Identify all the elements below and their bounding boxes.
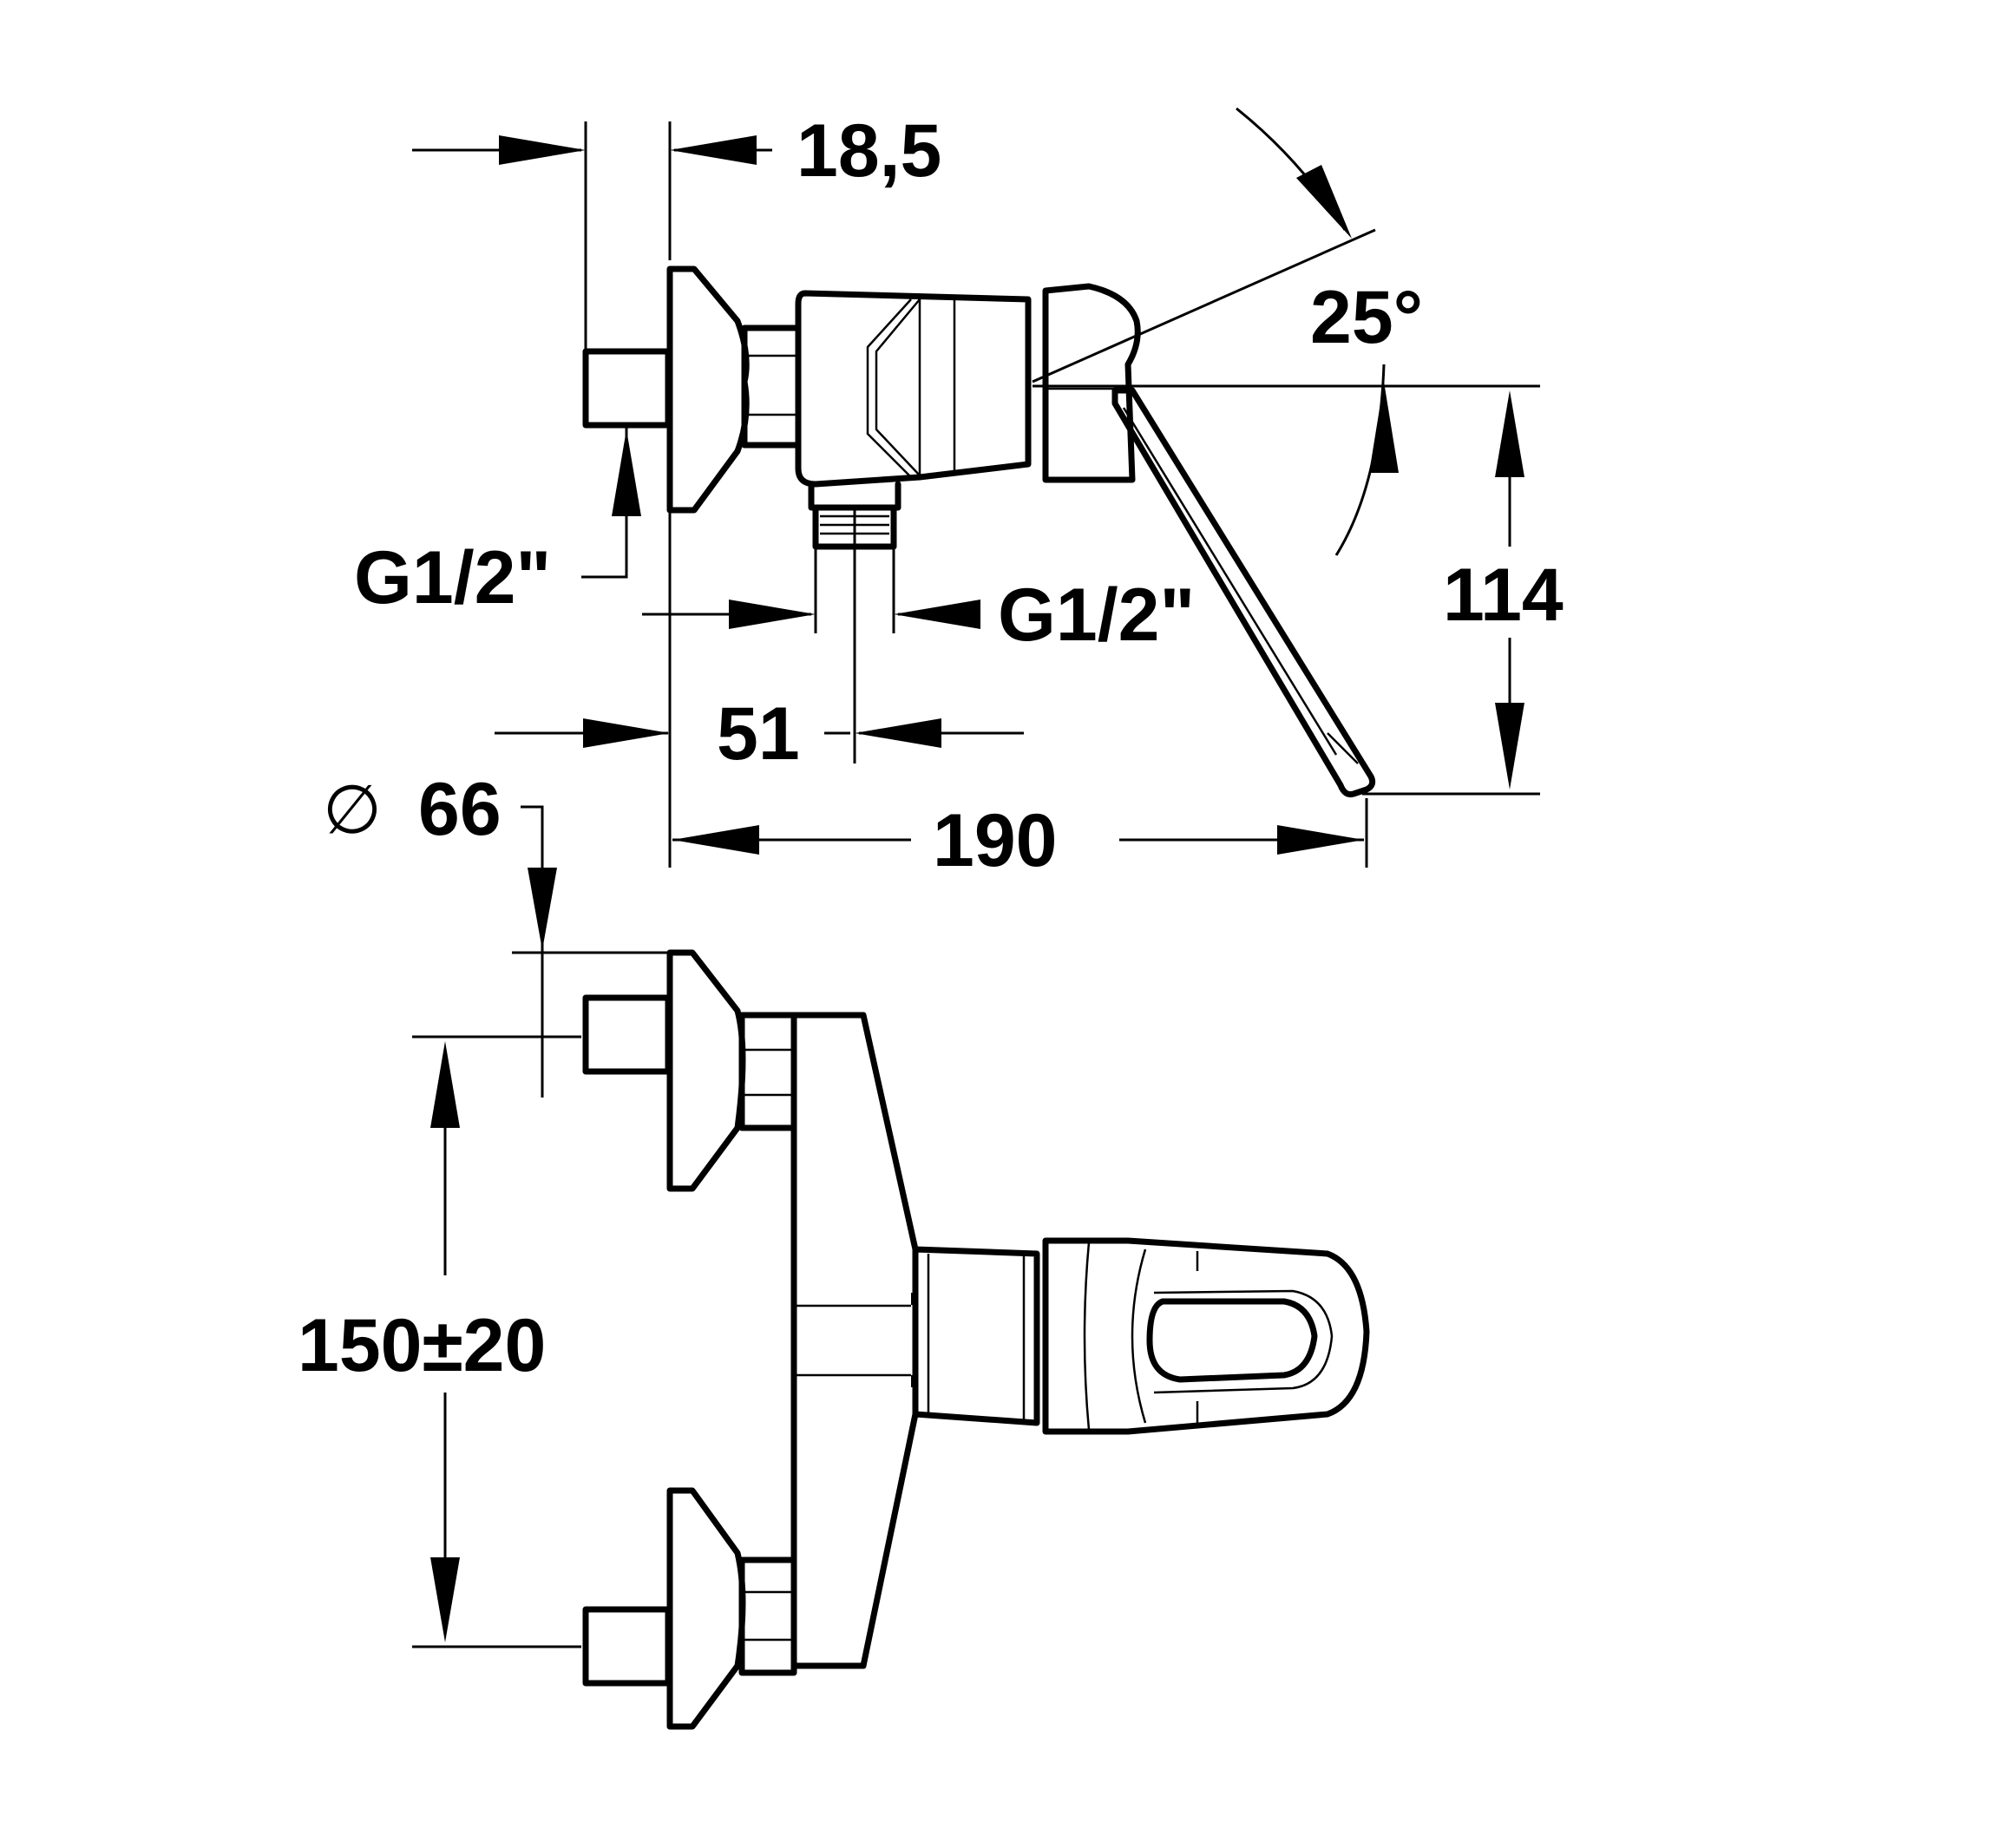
front-flange-top bbox=[666, 949, 746, 1192]
front-lever-opening bbox=[1146, 1298, 1318, 1383]
front-cartridge-housing bbox=[912, 1246, 1040, 1426]
side-connector bbox=[741, 324, 802, 449]
dim-51-label: 51 bbox=[717, 692, 800, 776]
dim-114-label: 114 bbox=[1443, 554, 1564, 637]
dimension-lines bbox=[412, 107, 1540, 1648]
front-inlet-bottom bbox=[582, 1606, 672, 1687]
side-inlet-nipple bbox=[582, 348, 672, 429]
side-lever bbox=[1111, 387, 1376, 797]
front-lever bbox=[1042, 1237, 1370, 1435]
side-wall-flange bbox=[666, 265, 750, 514]
dim-66-label: 66 bbox=[418, 768, 502, 851]
side-main-body bbox=[795, 290, 1032, 488]
dim-inlet-thread-label: G1/2" bbox=[354, 536, 551, 619]
front-connector-bottom bbox=[738, 1556, 797, 1676]
front-view bbox=[582, 949, 1370, 1730]
diameter-symbol: ∅ bbox=[323, 771, 382, 848]
front-mixer-body bbox=[790, 1012, 919, 1669]
dim-150-20-label: 150±20 bbox=[298, 1304, 546, 1387]
side-outlet bbox=[808, 481, 901, 511]
dimension-labels: 18,5 25° G1/2" G1/2" 114 51 ∅ 66 190 150… bbox=[298, 109, 1564, 1387]
front-connector-top bbox=[738, 1012, 797, 1131]
front-inlet-top bbox=[582, 994, 672, 1075]
side-handle-base bbox=[1042, 283, 1141, 483]
dim-outlet-thread-label: G1/2" bbox=[998, 573, 1195, 657]
dim-angle-label: 25° bbox=[1310, 276, 1423, 359]
dim-190-label: 190 bbox=[933, 799, 1058, 882]
dim-18-5-label: 18,5 bbox=[797, 109, 941, 193]
side-view bbox=[582, 265, 1376, 797]
front-flange-bottom bbox=[666, 1487, 746, 1730]
